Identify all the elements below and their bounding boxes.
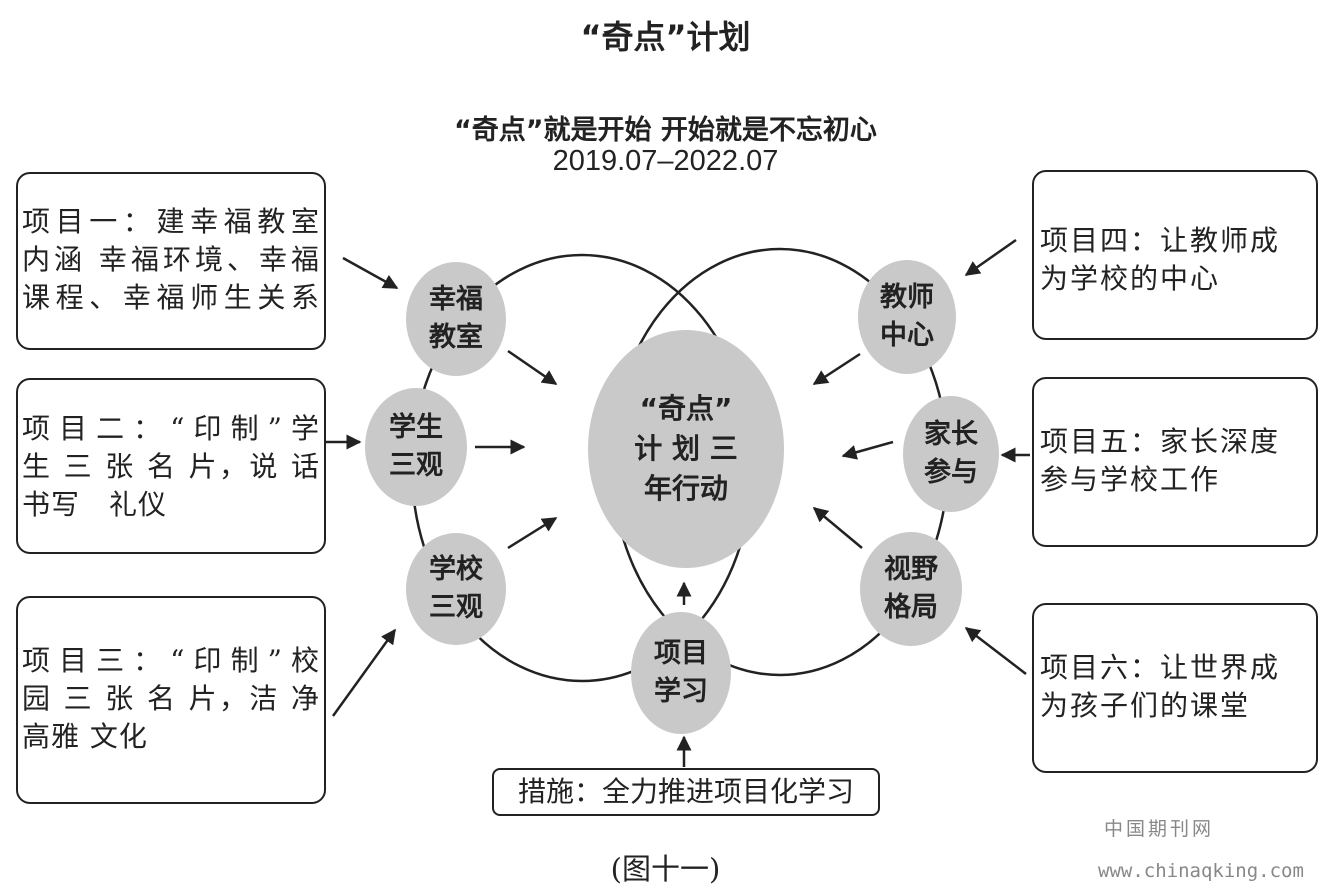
project-5-line-2: 参与学校工作 [1040,463,1221,496]
project-4-line-1: 项目四：让教师成 [1040,224,1281,257]
project-box-4: 项目四：让教师成 为学校的中心 [1032,170,1318,340]
node-happy-classroom-line-2: 教室 [429,322,483,353]
project-1-line-1: 项目一：建幸福教室 [22,205,320,238]
node-parent-participation-line-1: 家长 [924,419,978,450]
project-box-6: 项目六：让世界成 为孩子们的课堂 [1032,603,1318,773]
node-student-views-line-2: 三观 [389,450,443,481]
node-parent-participation-line-2: 参与 [924,457,978,488]
node-project-learning-line-1: 项目 [654,638,708,669]
project-3-line-3: 高雅 文化 [22,720,148,753]
arrow-parent-center [841,440,894,460]
project-box-2: 项目二：“印制”学 生 三 张 名 片，说 话 书写 礼仪 [16,378,326,554]
figure-caption: (图十一) [610,852,721,886]
project-2-line-2: 生 三 张 名 片，说 话 [22,450,320,483]
arrow-vision-center [812,507,863,549]
project-1-line-3: 课程、幸福师生关系 [22,281,320,314]
project-6-line-1: 项目六：让世界成 [1040,651,1281,684]
project-6-line-2: 为孩子们的课堂 [1040,689,1251,722]
node-teacher-center-line-1: 教师 [880,282,934,313]
arrow-happy-center [507,349,558,386]
node-school-views-line-1: 学校 [429,554,483,585]
node-project-learning-line-2: 学习 [654,676,708,707]
arrow-p3 [331,628,397,717]
measure-box: 措施：全力推进项目化学习 [492,768,880,816]
watermark-url: www.chinaqking.com [1098,860,1304,882]
node-parent-participation: 家长 参与 [903,396,999,512]
project-3-line-2: 园 三 张 名 片，洁 净 [22,682,320,715]
node-vision-line-2: 格局 [884,592,938,623]
project-2-line-1: 项目二：“印制”学 [22,412,320,445]
arrow-p1 [342,256,399,290]
arrow-school-center [507,516,558,550]
arrow-p6 [964,627,1027,675]
arrow-teacher-center [812,352,861,386]
node-teacher-center: 教师 中心 [858,260,956,374]
project-4-line-2: 为学校的中心 [1040,262,1221,295]
node-happy-classroom: 幸福 教室 [406,262,506,376]
project-2-line-3: 书写 礼仪 [22,488,168,521]
project-box-5: 项目五：家长深度 参与学校工作 [1032,377,1318,547]
watermark-name: 中国期刊网 [1104,818,1215,840]
node-teacher-center-line-2: 中心 [880,320,934,351]
node-student-views: 学生 三观 [365,388,467,506]
subtitle-slogan: “奇点”就是开始 开始就是不忘初心 [454,115,877,146]
arrow-p4 [964,238,1017,277]
node-student-views-line-1: 学生 [389,412,443,443]
project-box-1: 项目一：建幸福教室 内涵 幸福环境、幸福 课程、幸福师生关系 [16,172,326,350]
center-line-1: “奇点” [639,392,733,425]
project-5-line-1: 项目五：家长深度 [1040,425,1281,458]
node-school-views-line-2: 三观 [429,592,483,623]
project-1-line-2: 内涵 幸福环境、幸福 [22,243,320,276]
center-line-2: 计 划 三 [634,432,738,465]
node-project-learning: 项目 学习 [631,612,731,734]
center-line-3: 年行动 [643,472,728,505]
project-box-3: 项目三：“印制”校 园 三 张 名 片，洁 净 高雅 文化 [16,596,326,804]
node-vision: 视野 格局 [860,532,962,646]
subtitle-dates: 2019.07–2022.07 [552,145,779,177]
node-school-views: 学校 三观 [406,533,506,645]
node-vision-line-1: 视野 [884,554,938,585]
diagram-title: “奇点”计划 [580,18,751,56]
center-node: “奇点” 计 划 三 年行动 [588,330,784,568]
project-3-line-1: 项目三：“印制”校 [22,644,320,677]
node-happy-classroom-line-1: 幸福 [429,284,483,315]
